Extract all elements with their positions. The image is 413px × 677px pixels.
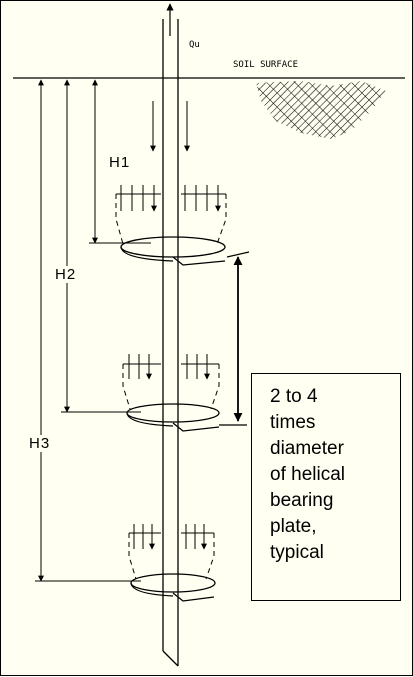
soil-hatch: [256, 81, 386, 139]
spacing-note-box: 2 to 4 times diameter of helical bearing…: [251, 373, 401, 601]
dimension-h3: [35, 79, 141, 582]
helix-plate-3: [128, 524, 216, 602]
note-line: 2 to 4: [270, 386, 318, 407]
dimension-h1: [89, 79, 151, 244]
plate-spacing-dimension: [219, 251, 250, 426]
helix-plate-1: [115, 185, 227, 266]
soil-surface-label: SOIL SURFACE: [233, 60, 299, 70]
pile-shaft: [162, 19, 179, 667]
note-line: times: [270, 412, 316, 433]
h2-label: H2: [55, 266, 77, 283]
note-line: diameter: [270, 438, 344, 459]
note-line: of helical: [270, 464, 345, 485]
note-line: plate,: [270, 516, 317, 537]
load-label: Qu: [189, 40, 200, 50]
note-line: bearing: [270, 490, 334, 511]
helix-plate-2: [122, 354, 220, 432]
note-line: typical: [270, 542, 324, 563]
h3-label: H3: [29, 435, 51, 452]
h1-label: H1: [109, 154, 131, 171]
